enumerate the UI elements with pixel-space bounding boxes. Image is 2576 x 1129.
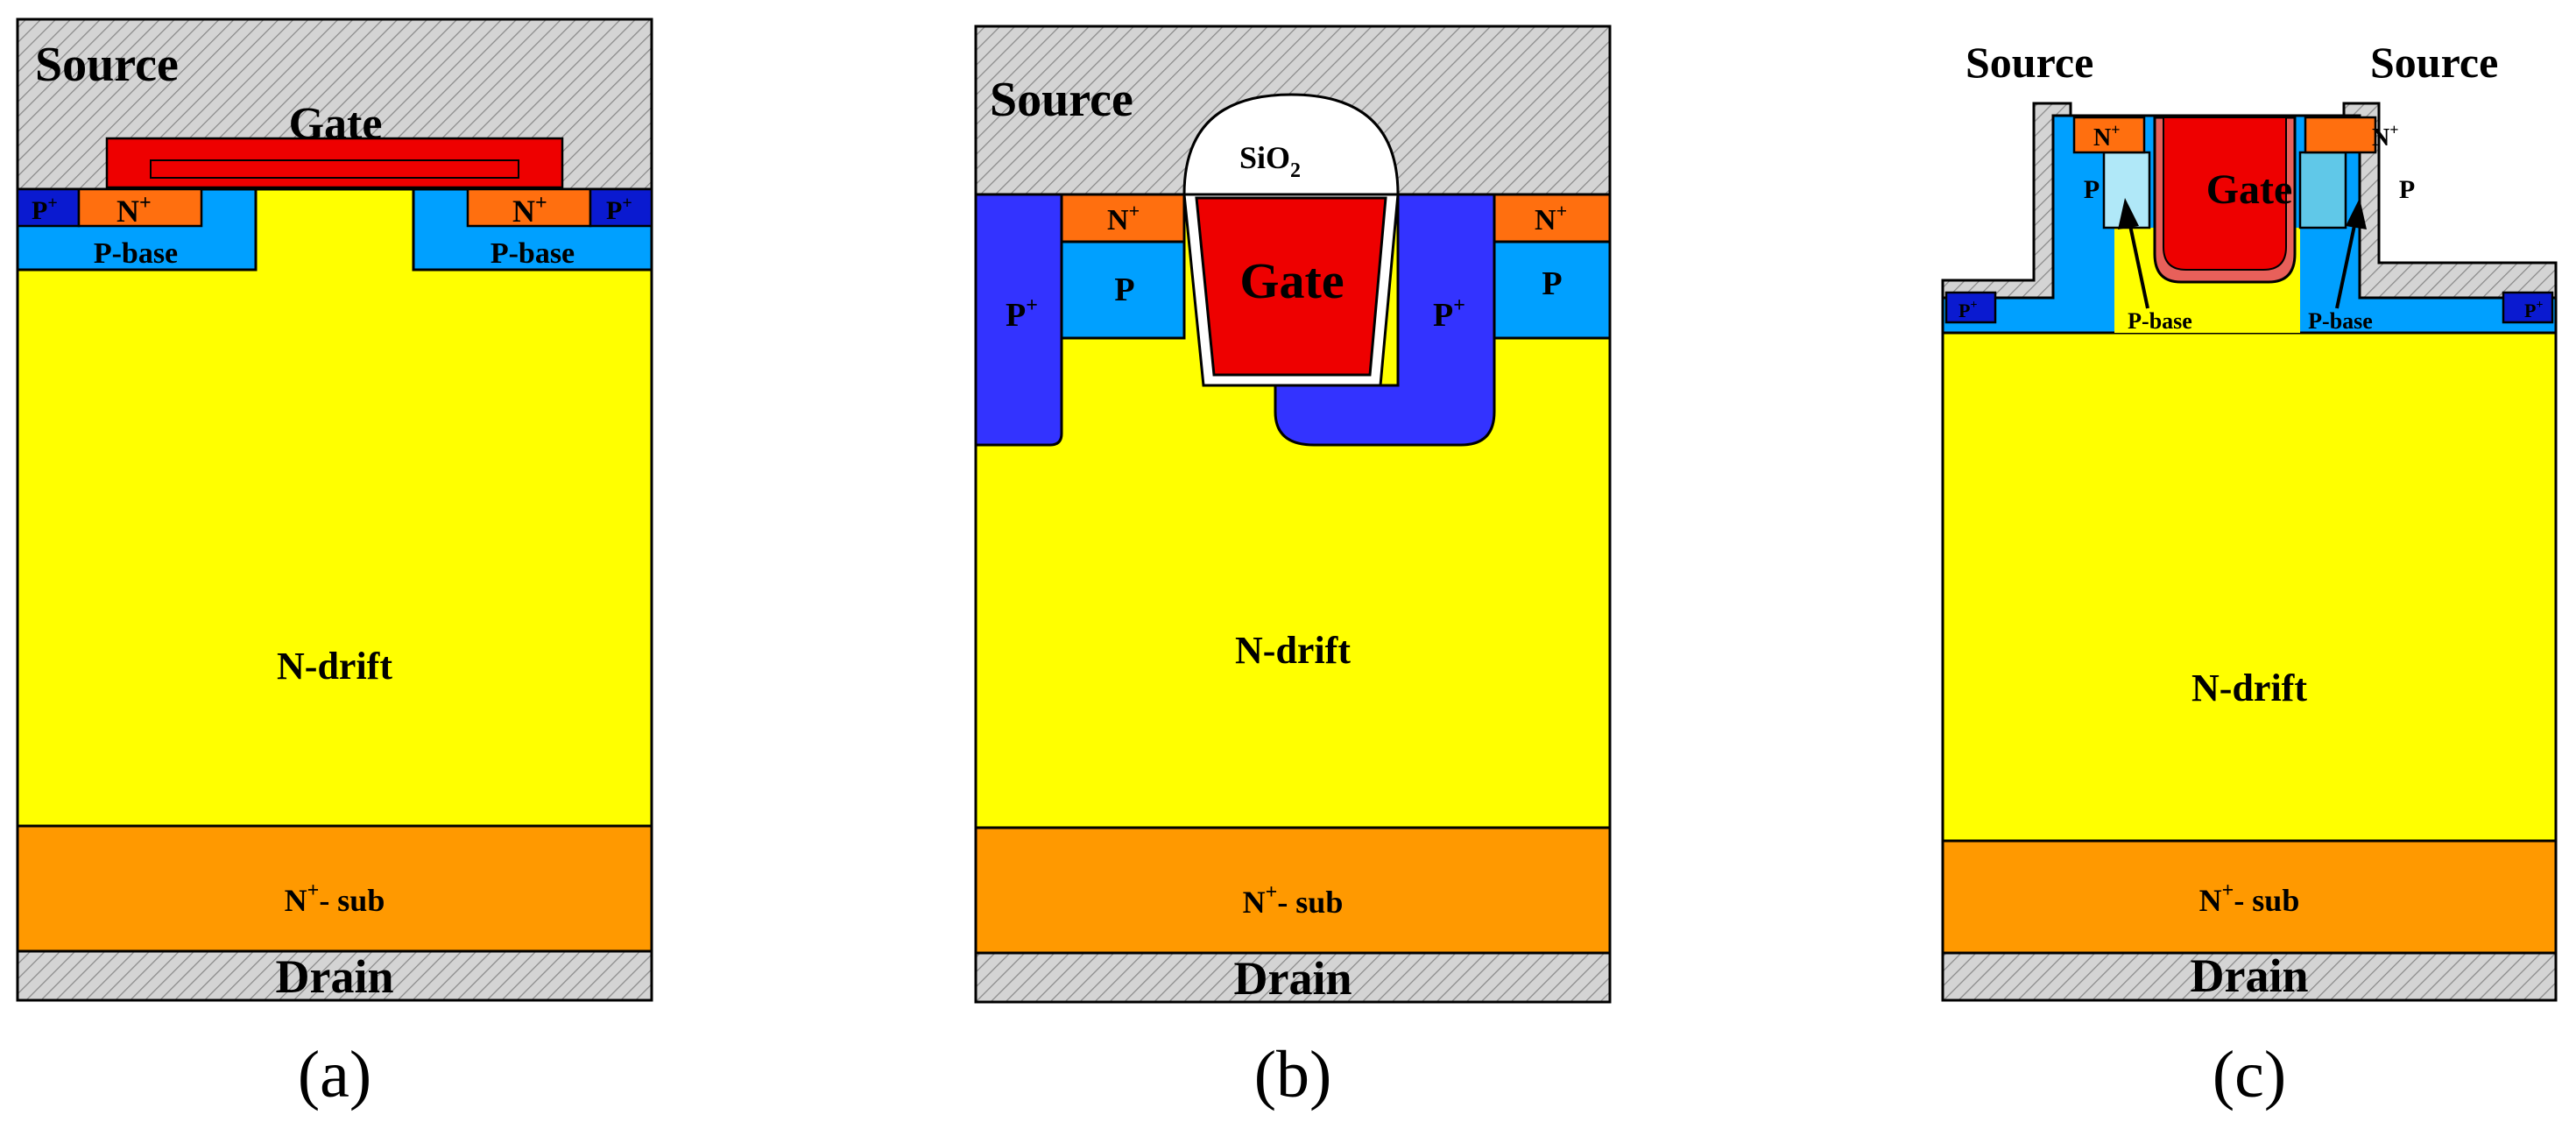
- drift-label-b: N-drift: [1235, 629, 1351, 672]
- pbase-arrow-left-c: [2118, 198, 2149, 309]
- drain-metal-b: [974, 951, 1612, 1004]
- p-left-label-b: P: [1114, 272, 1134, 308]
- nplus-right-c: [2304, 116, 2377, 154]
- pbase-right-label-c: P-base: [2308, 308, 2373, 334]
- sub-label-b: N+- sub: [1243, 881, 1344, 920]
- panel-c: Source Source Gate N+ N+ P P P-base P-ba…: [1941, 38, 2558, 1111]
- sub-label-c: N+- sub: [2199, 879, 2300, 918]
- gate-electrode-a: [105, 137, 564, 189]
- source-label-a: Source: [35, 38, 179, 92]
- pplus-left-label-c: P+: [1958, 299, 1977, 321]
- drift-label-a: N-drift: [277, 645, 392, 688]
- nplus-left-a: [77, 187, 203, 228]
- p-left-b: [1060, 240, 1186, 340]
- pplus-left-a: [16, 187, 81, 228]
- source-right-label-c: Source: [2370, 38, 2498, 87]
- drain-metal-a: [16, 949, 653, 1002]
- source-label-b: Source: [990, 73, 1133, 127]
- panel-a: Source Gate P+ N+ N+ P+ P-base P-base N-…: [16, 18, 653, 1111]
- source-left-label-c: Source: [1966, 38, 2093, 87]
- pplus-left-label-b: P+: [1006, 294, 1038, 334]
- substrate-a: [16, 824, 653, 953]
- gate-electrode-c: [2163, 116, 2287, 271]
- pplus-right-label-c: P+: [2524, 299, 2543, 321]
- caption-a: (a): [298, 1038, 371, 1111]
- caption-c: (c): [2213, 1038, 2286, 1111]
- gate-label-b: Gate: [1239, 252, 1344, 309]
- nplus-right-label-c: N+: [2372, 121, 2399, 152]
- pbase-right-label-a: P-base: [490, 237, 575, 270]
- substrate-b: [974, 826, 1612, 955]
- pplus-right-label-b: P+: [1433, 294, 1465, 334]
- drift-region-c: [1941, 331, 2558, 843]
- pbase-left-label-a: P-base: [94, 237, 178, 270]
- nplus-left-label-c: N+: [2093, 121, 2121, 152]
- drain-label-b: Drain: [1234, 952, 1352, 1005]
- pplus-left-c: [1944, 291, 1997, 324]
- pplus-left-b: [974, 193, 1063, 447]
- sub-label-a: N+- sub: [285, 879, 385, 918]
- p-right-label-c: P: [2399, 175, 2415, 204]
- p-right-label-b: P: [1542, 265, 1562, 302]
- light-p-right-c: [2298, 151, 2347, 229]
- pplus-shield-b: [1274, 193, 1496, 447]
- nplus-right-label-b: N+: [1535, 200, 1567, 236]
- gate-label-a: Gate: [289, 99, 383, 149]
- drain-metal-c: [1941, 951, 2558, 1002]
- nplus-right-b: [1493, 193, 1612, 243]
- pbase-left-label-c: P-base: [2128, 308, 2192, 334]
- pplus-right-a: [589, 187, 653, 228]
- pbase-arrow-right-c: [2335, 198, 2367, 309]
- oxide-dome-b: [1182, 93, 1400, 196]
- drift-label-c: N-drift: [2191, 667, 2307, 709]
- nplus-left-label-b: N+: [1107, 200, 1140, 236]
- pplus-right-label-a: P+: [606, 194, 632, 225]
- gate-electrode-b: [1195, 196, 1387, 377]
- drain-label-c: Drain: [2191, 949, 2309, 1002]
- nplus-right-a: [466, 187, 592, 228]
- caption-b: (b): [1254, 1038, 1332, 1111]
- nplus-left-c: [2072, 116, 2146, 154]
- nplus-left-label-a: N+: [116, 192, 152, 229]
- nplus-left-b: [1060, 193, 1186, 243]
- drain-label-a: Drain: [276, 950, 394, 1003]
- gate-inner-outline-a: [150, 159, 519, 179]
- oxide-label-b: SiO2: [1239, 140, 1301, 182]
- pplus-right-c: [2502, 291, 2554, 324]
- panel-b: Source SiO2 Gate N+ N+ P P P+ P+ N-drift…: [974, 25, 1612, 1111]
- pplus-left-label-a: P+: [32, 194, 58, 225]
- substrate-c: [1941, 839, 2558, 955]
- gate-label-c: Gate: [2206, 166, 2293, 213]
- p-left-label-c: P: [2084, 175, 2100, 204]
- nplus-right-label-a: N+: [512, 192, 547, 229]
- drift-region-a: [16, 187, 653, 828]
